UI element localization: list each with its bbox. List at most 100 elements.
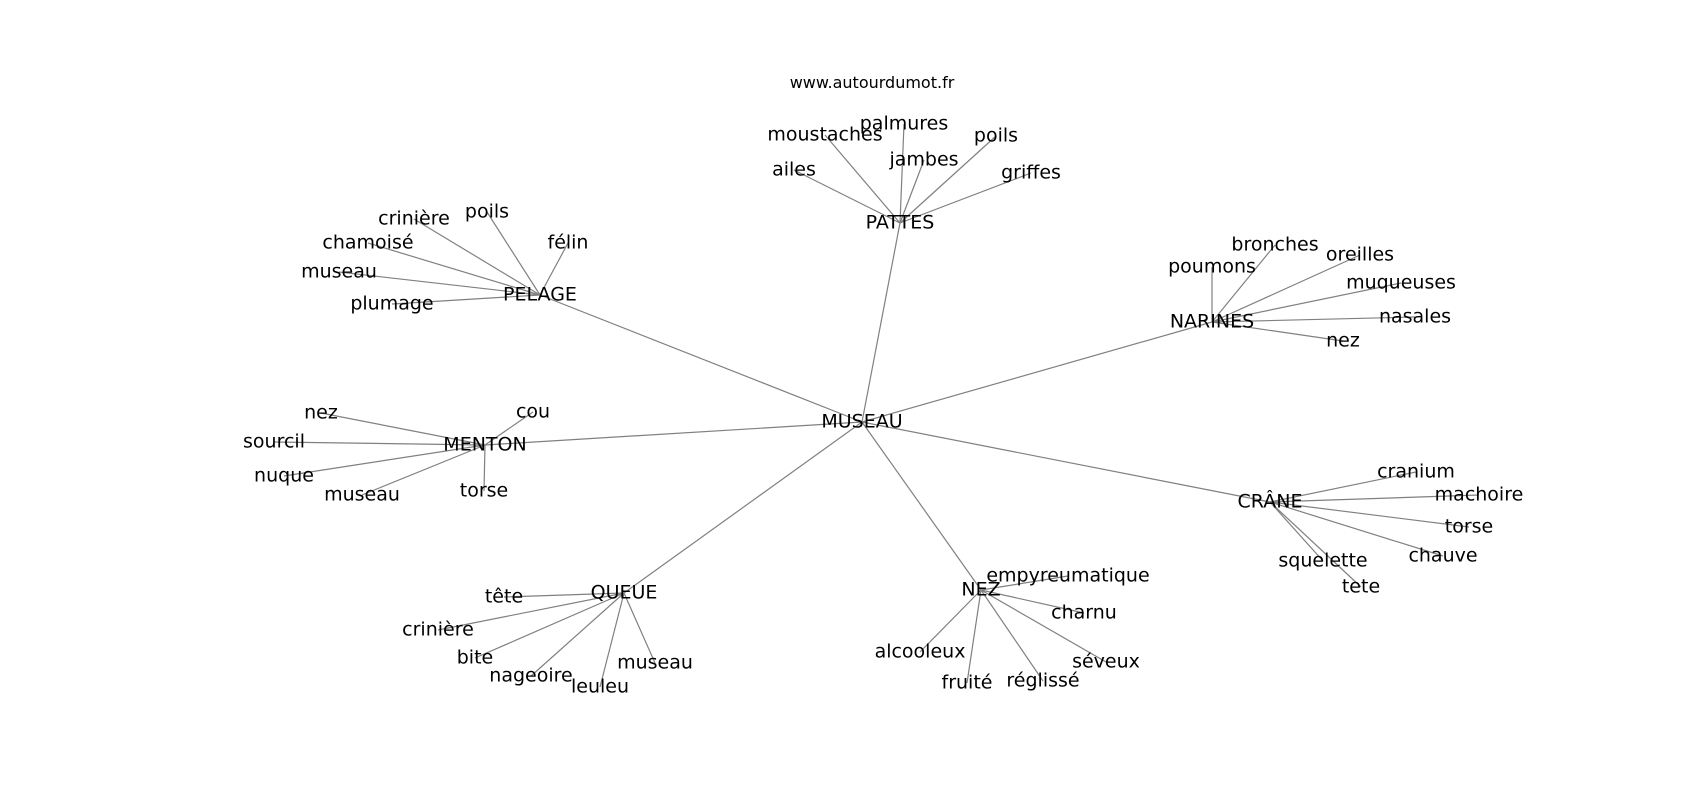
edge-pattes-jambes: [899, 159, 925, 224]
leaf-node-nez-empyreumatique[interactable]: empyreumatique: [986, 565, 1149, 587]
group-node-narines[interactable]: NARINES: [1170, 311, 1254, 333]
edge-menton-torse: [483, 444, 486, 492]
edge-crane-squelette: [1269, 501, 1324, 562]
leaf-node-menton-cou[interactable]: cou: [516, 401, 550, 423]
leaf-node-crane-torse[interactable]: torse: [1445, 516, 1493, 538]
edge-menton-nez: [320, 412, 486, 446]
edge-crane-chauve: [1269, 501, 1444, 557]
group-node-pattes[interactable]: PATTES: [866, 212, 935, 234]
group-node-nez[interactable]: NEZ: [961, 579, 1000, 601]
edge-nez-reglisse: [980, 589, 1044, 682]
site-url[interactable]: www.autourdumot.fr: [789, 73, 955, 92]
group-node-crane[interactable]: CRÂNE: [1238, 490, 1303, 513]
leaf-node-pelage-poils[interactable]: poils: [465, 201, 509, 223]
edge-queue-museau: [623, 592, 656, 664]
leaf-node-narines-poumons[interactable]: poumons: [1168, 256, 1256, 278]
group-node-pelage[interactable]: PELAGE: [503, 284, 577, 306]
edge-pelage-museau: [338, 271, 541, 296]
leaf-node-pelage-plumage[interactable]: plumage: [350, 293, 433, 315]
leaf-node-queue-museau[interactable]: museau: [617, 652, 693, 674]
leaf-node-pattes-griffes[interactable]: griffes: [1001, 162, 1061, 184]
leaf-node-nez-alcooleux[interactable]: alcooleux: [875, 641, 966, 663]
leaf-node-crane-cranium[interactable]: cranium: [1377, 461, 1455, 483]
leaf-node-pelage-felin[interactable]: félin: [548, 232, 589, 254]
leaf-node-nez-reglisse[interactable]: réglissé: [1006, 670, 1079, 692]
edge-center-pattes: [861, 222, 901, 423]
edge-crane-machoire: [1269, 494, 1480, 503]
leaf-node-narines-oreilles[interactable]: oreilles: [1326, 244, 1394, 266]
leaf-node-menton-nez[interactable]: nez: [304, 402, 338, 424]
edge-pattes-ailes: [793, 169, 901, 224]
edge-queue-leuleu: [599, 592, 625, 688]
leaf-node-nez-fruite[interactable]: fruité: [942, 672, 993, 694]
edge-queue-bite: [474, 592, 625, 659]
edge-queue-tete: [503, 592, 625, 598]
leaf-node-queue-criniere[interactable]: crinière: [402, 619, 474, 641]
edge-nez-seveux: [980, 589, 1107, 663]
edge-center-nez: [861, 421, 982, 591]
edge-pelage-poils: [486, 211, 541, 296]
leaf-node-crane-machoire[interactable]: machoire: [1435, 484, 1524, 506]
leaf-node-queue-bite[interactable]: bite: [457, 647, 493, 669]
leaf-node-pattes-moustaches[interactable]: moustaches: [767, 124, 882, 146]
leaf-node-pattes-poils[interactable]: poils: [974, 125, 1018, 147]
edge-menton-nuque: [283, 444, 486, 477]
leaf-node-narines-muqueuses[interactable]: muqueuses: [1346, 272, 1456, 294]
edge-pelage-felin: [539, 242, 569, 296]
edge-center-pelage: [539, 294, 863, 423]
leaf-node-menton-torse[interactable]: torse: [460, 480, 508, 502]
edge-center-crane: [861, 421, 1271, 503]
edge-pelage-plumage: [391, 294, 541, 305]
edge-narines-oreilles: [1211, 254, 1361, 323]
edge-crane-torse: [1269, 501, 1470, 528]
edge-pattes-palmures: [899, 123, 905, 224]
leaf-node-crane-squelette[interactable]: squelette: [1278, 550, 1367, 572]
edge-nez-charnu: [980, 589, 1085, 614]
leaf-node-pattes-palmures[interactable]: palmures: [860, 113, 949, 135]
group-node-queue[interactable]: QUEUE: [591, 582, 658, 604]
leaf-node-queue-tete[interactable]: tête: [485, 586, 523, 608]
leaf-node-pattes-jambes[interactable]: jambes: [888, 149, 958, 171]
leaf-node-nez-charnu[interactable]: charnu: [1051, 602, 1117, 624]
center-node[interactable]: MUSEAU: [821, 411, 902, 433]
leaf-node-narines-nasales[interactable]: nasales: [1379, 306, 1451, 328]
edge-menton-cou: [484, 411, 534, 446]
leaf-node-pelage-criniere[interactable]: crinière: [378, 208, 450, 230]
edge-narines-nasales: [1211, 316, 1416, 323]
leaf-node-narines-bronches[interactable]: bronches: [1231, 234, 1318, 256]
edge-narines-bronches: [1211, 244, 1276, 323]
edge-nez-fruite: [966, 589, 982, 684]
edge-crane-cranium: [1269, 471, 1417, 503]
edge-pattes-poils: [899, 135, 997, 224]
edge-center-queue: [623, 421, 863, 594]
edge-nez-empyreumatique: [980, 575, 1069, 591]
leaf-node-narines-nez[interactable]: nez: [1326, 330, 1360, 352]
edge-pattes-griffes: [899, 172, 1032, 224]
edge-narines-nez: [1211, 321, 1344, 342]
graph-edges: [273, 123, 1480, 688]
edge-center-menton: [484, 421, 863, 446]
leaf-node-queue-leuleu[interactable]: leuleu: [571, 676, 629, 698]
edge-nez-alcooleux: [919, 589, 982, 653]
edge-queue-nageoire: [530, 592, 625, 677]
leaf-node-menton-sourcil[interactable]: sourcil: [243, 431, 305, 453]
edge-queue-criniere: [437, 592, 625, 631]
edge-menton-sourcil: [273, 441, 486, 446]
leaf-node-menton-nuque[interactable]: nuque: [254, 465, 314, 487]
group-node-menton[interactable]: MENTON: [443, 434, 526, 456]
leaf-node-queue-nageoire[interactable]: nageoire: [489, 665, 572, 687]
leaf-node-pelage-chamoise[interactable]: chamoisé: [322, 232, 413, 254]
edge-center-narines: [861, 321, 1213, 423]
edge-narines-muqueuses: [1211, 282, 1402, 323]
leaf-node-menton-museau[interactable]: museau: [324, 484, 400, 506]
leaf-node-nez-seveux[interactable]: séveux: [1072, 651, 1140, 673]
edge-menton-museau: [361, 444, 486, 496]
leaf-node-crane-tete[interactable]: tete: [1342, 576, 1380, 598]
leaf-node-crane-chauve[interactable]: chauve: [1408, 545, 1477, 567]
leaf-node-pattes-ailes[interactable]: ailes: [772, 159, 816, 181]
edge-pattes-moustaches: [824, 134, 901, 224]
leaf-node-pelage-museau[interactable]: museau: [301, 261, 377, 283]
edge-pelage-criniere: [413, 218, 541, 296]
